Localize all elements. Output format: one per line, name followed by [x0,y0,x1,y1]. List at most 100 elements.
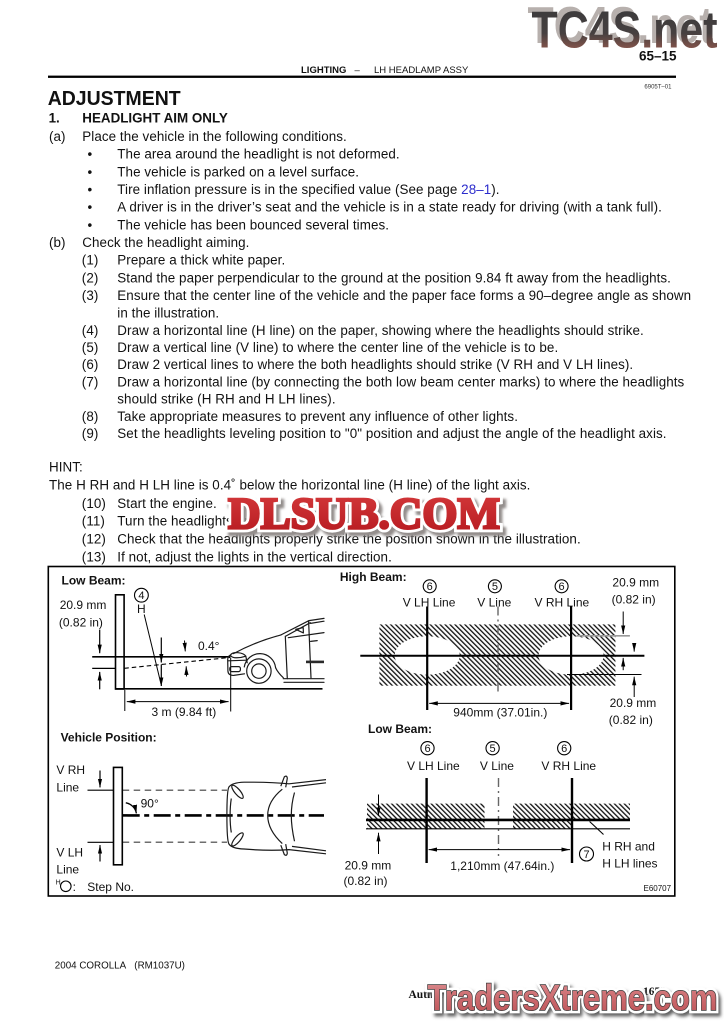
svg-text:(0.82 in): (0.82 in) [612,593,656,607]
svg-text:(7): (7) [82,374,99,389]
svg-text:1652: 1652 [643,986,666,998]
svg-text:Prepare a thick white paper.: Prepare a thick white paper. [117,253,285,268]
svg-text:•: • [88,200,93,215]
svg-text:Start the engine.: Start the engine. [117,496,216,511]
svg-text:Check that the headlights prop: Check that the headlights properly strik… [117,532,580,547]
svg-text:V RH Line: V RH Line [535,596,590,610]
svg-text:TradersXtreme.com: TradersXtreme.com [428,977,718,1018]
svg-text:HEADLIGHT AIM ONLY: HEADLIGHT AIM ONLY [82,110,228,125]
svg-text:20.9 mm: 20.9 mm [345,859,392,873]
svg-text:TC4S.net: TC4S.net [528,0,714,55]
svg-text:LH HEADLAMP ASSY: LH HEADLAMP ASSY [374,65,469,76]
svg-text:(11): (11) [82,514,105,529]
svg-text:TC4S.net: TC4S.net [532,1,718,59]
svg-text:Draw a vertical line (V line): Draw a vertical line (V line) to where t… [117,340,558,355]
svg-text:2004 COROLLA (RM1037U): 2004 COROLLA (RM1037U) [55,960,185,971]
svg-text:(12): (12) [82,532,106,547]
svg-text:ADJUSTMENT: ADJUSTMENT [48,87,181,110]
svg-text:Stand the paper perpendicular: Stand the paper perpendicular to the gro… [117,270,671,285]
svg-text:Step No.: Step No. [87,880,134,894]
svg-text:20.9 mm: 20.9 mm [60,598,107,612]
svg-text:(0.82 in): (0.82 in) [609,713,653,727]
svg-text:6905T–01: 6905T–01 [644,85,672,91]
svg-text:The area around the headlight: The area around the headlight is not def… [117,147,399,162]
svg-text:V RH: V RH [56,763,85,777]
svg-text:(0.82 in): (0.82 in) [344,874,388,888]
svg-text:H: H [56,880,61,887]
svg-text:should strike (H RH and H LH l: should strike (H RH and H LH lines). [117,391,335,406]
svg-text:E60707: E60707 [644,884,672,893]
svg-text:Low Beam:: Low Beam: [62,573,126,587]
svg-text:(5): (5) [82,340,99,355]
svg-text:(8): (8) [82,409,99,424]
svg-text:(6): (6) [82,357,99,372]
svg-text:Draw a horizontal line (by con: Draw a horizontal line (by connecting th… [117,374,684,389]
svg-text:V Line: V Line [477,596,511,610]
svg-text:If not, adjust the lights in t: If not, adjust the lights in the vertica… [117,549,392,564]
svg-text:TradersXtreme.com: TradersXtreme.com [428,977,718,1018]
svg-text:V LH Line: V LH Line [403,596,456,610]
svg-text:Check the headlight aiming.: Check the headlight aiming. [82,235,249,250]
svg-text:5: 5 [490,743,496,755]
svg-text:6: 6 [424,743,430,755]
svg-text:(10): (10) [82,496,106,511]
svg-text:Place the vehicle in the follo: Place the vehicle in the following condi… [82,129,347,144]
svg-text:940mm (37.01in.): 940mm (37.01in.) [453,705,547,719]
svg-text:•: • [88,182,93,197]
svg-text:(1): (1) [82,253,99,268]
svg-text:–: – [355,65,361,76]
svg-text:LIGHTING: LIGHTING [301,65,346,76]
svg-text:65–15: 65–15 [639,49,677,64]
svg-text:90°: 90° [141,797,159,811]
svg-text:The vehicle has been bounced s: The vehicle has been bounced several tim… [117,217,389,232]
svg-text:20.9 mm: 20.9 mm [610,696,657,710]
svg-text:Ensure that the center line of: Ensure that the center line of the vehic… [117,288,691,303]
svg-text:(3): (3) [82,288,99,303]
svg-text:3 m (9.84 ft): 3 m (9.84 ft) [152,705,217,719]
svg-text:Draw a horizontal line (H line: Draw a horizontal line (H line) on the p… [117,323,644,338]
svg-text:A driver is in the driver’s se: A driver is in the driver’s seat and the… [117,200,662,215]
svg-text:1.: 1. [49,110,60,125]
svg-text:•: • [88,217,93,232]
svg-text:(13): (13) [82,549,106,564]
svg-text:V RH Line: V RH Line [541,759,596,773]
svg-text:Draw 2 vertical lines to where: Draw 2 vertical lines to where the both … [117,357,633,372]
svg-text:20.9 mm: 20.9 mm [612,576,659,590]
svg-text:(4): (4) [82,323,99,338]
svg-text:The vehicle is parked on a lev: The vehicle is parked on a level surface… [117,164,359,179]
svg-text:H: H [137,602,146,616]
svg-text:in the illustration.: in the illustration. [117,306,219,321]
svg-text:5: 5 [492,581,498,593]
svg-text:DLSUB.COM: DLSUB.COM [228,489,500,538]
svg-text:6: 6 [561,743,567,755]
svg-text:6: 6 [559,581,565,593]
svg-text:4: 4 [138,590,144,602]
svg-text:H LH lines: H LH lines [602,857,657,871]
svg-text:Vehicle Position:: Vehicle Position: [61,731,157,745]
svg-text:Line: Line [56,863,79,877]
svg-text:(a): (a) [49,129,66,144]
svg-text:6: 6 [427,581,433,593]
svg-text:Tire inflation pressure is in: Tire inflation pressure is in the specif… [117,182,499,197]
svg-text:V LH Line: V LH Line [407,759,460,773]
svg-text:(9): (9) [82,426,99,441]
svg-text:V Line: V Line [480,759,514,773]
svg-text:Low Beam:: Low Beam: [368,722,432,736]
svg-text:Turn the headlights on.: Turn the headlights on. [117,514,255,529]
svg-text:7: 7 [583,849,589,861]
svg-text:V LH: V LH [56,845,83,859]
svg-text:•: • [88,147,93,162]
svg-text:Line: Line [56,780,79,794]
svg-text:•: • [88,164,93,179]
svg-text:H RH and: H RH and [602,840,655,854]
svg-text:DLSUB.COM: DLSUB.COM [228,489,500,538]
svg-text:(0.82 in): (0.82 in) [59,615,103,629]
svg-text:(b): (b) [49,235,66,250]
svg-text:The H RH and H LH line is 0.4˚: The H RH and H LH line is 0.4˚ below the… [49,477,530,492]
svg-text:Take appropriate measures to p: Take appropriate measures to prevent any… [117,409,518,424]
svg-text:(2): (2) [82,270,99,285]
svg-text:HINT:: HINT: [49,459,83,474]
svg-text:0.4°: 0.4° [198,639,220,653]
svg-text:Authorized: Authorized [409,989,465,1001]
svg-text:High Beam:: High Beam: [340,570,407,584]
